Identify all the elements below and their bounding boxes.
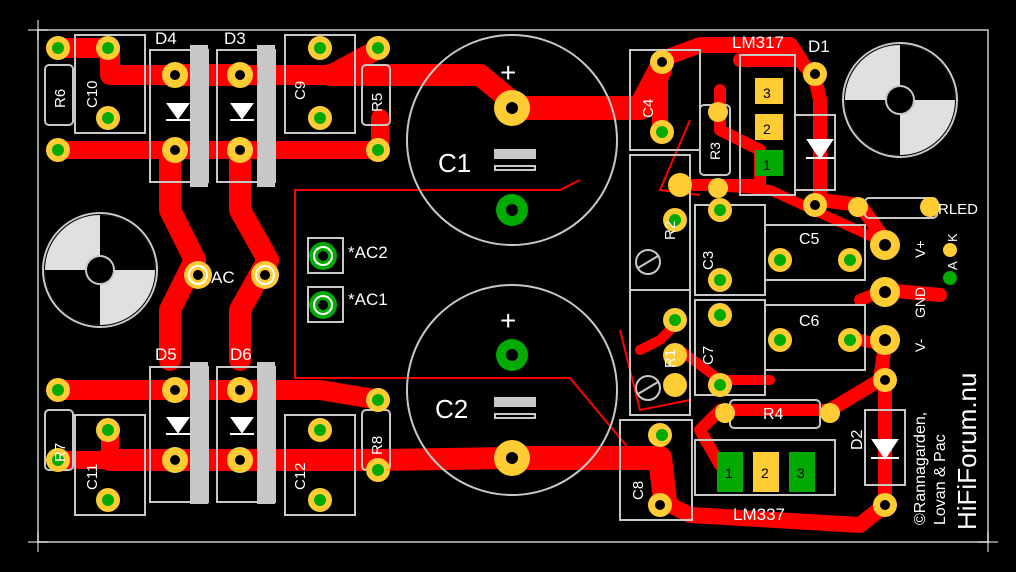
pads-round bbox=[46, 36, 940, 517]
mounting-hole-right bbox=[845, 45, 955, 155]
credit-line-1: ©Rannagarden, bbox=[912, 412, 929, 525]
label-c2: C2 bbox=[435, 394, 468, 424]
label-ac: AC bbox=[211, 268, 235, 287]
diode-bands bbox=[190, 45, 275, 504]
lm337-pin3: 3 bbox=[797, 465, 805, 481]
label-c5: C5 bbox=[799, 231, 820, 248]
label-d4: D4 bbox=[155, 29, 177, 48]
board-outline bbox=[37, 29, 989, 543]
vertical-labels: C10 R6 C9 R5 R7 C11 C12 R8 C4 R3 R2 C3 R… bbox=[52, 80, 982, 530]
label-ac1: *AC1 bbox=[348, 290, 388, 309]
label-d6: D6 bbox=[230, 345, 252, 364]
label-lm317: LM317 bbox=[732, 33, 784, 52]
diode-symbols bbox=[166, 103, 899, 460]
label-c8: C8 bbox=[630, 481, 647, 500]
label-r6: R6 bbox=[52, 89, 69, 108]
lm317-pin2: 2 bbox=[763, 121, 771, 137]
label-a: A bbox=[945, 261, 960, 270]
label-r4: R4 bbox=[763, 406, 784, 423]
label-d1: D1 bbox=[808, 37, 830, 56]
label-c9: C9 bbox=[292, 81, 309, 100]
label-r3: R3 bbox=[707, 142, 723, 160]
cap-symbols bbox=[494, 149, 536, 419]
label-d5: D5 bbox=[155, 345, 177, 364]
regulator-pads bbox=[717, 78, 957, 492]
lm337-pin1: 1 bbox=[725, 465, 733, 481]
label-r1: R1 bbox=[662, 349, 679, 368]
label-c7: C7 bbox=[700, 346, 717, 365]
label-c6: C6 bbox=[799, 313, 820, 330]
label-plus-c2: + bbox=[500, 305, 516, 336]
label-vminus: V- bbox=[912, 338, 928, 352]
credit-line-2: Lovan & Pac bbox=[932, 434, 949, 525]
label-c1: C1 bbox=[438, 148, 471, 178]
label-lm337: LM337 bbox=[733, 505, 785, 524]
label-r2: R2 bbox=[662, 221, 679, 240]
label-rled: RLED bbox=[938, 201, 978, 218]
label-c4: C4 bbox=[640, 99, 657, 118]
trimmer-symbols bbox=[635, 249, 661, 401]
label-c11: C11 bbox=[84, 464, 101, 490]
label-vplus: V+ bbox=[912, 240, 928, 258]
label-ac2: *AC2 bbox=[348, 243, 388, 262]
label-gnd: GND bbox=[912, 287, 928, 318]
brand-text: HiFiForum.nu bbox=[952, 373, 982, 530]
label-r8: R8 bbox=[369, 436, 386, 455]
origin-marks bbox=[28, 20, 998, 552]
label-c12: C12 bbox=[292, 462, 309, 490]
label-d3: D3 bbox=[224, 29, 246, 48]
lm317-pin1: 1 bbox=[763, 157, 771, 173]
label-d2: D2 bbox=[849, 429, 866, 450]
mounting-hole-left bbox=[45, 215, 155, 325]
lm337-pin2: 2 bbox=[761, 465, 769, 481]
label-c3: C3 bbox=[700, 251, 717, 270]
label-k: K bbox=[945, 233, 960, 242]
label-r7: R7 bbox=[52, 443, 69, 462]
component-labels: D4 D3 LM317 D1 D5 D6 LM337 C1 C2 + + AC … bbox=[155, 29, 978, 524]
silkscreen bbox=[42, 34, 958, 521]
lm317-pin3: 3 bbox=[763, 85, 771, 101]
label-plus-c1: + bbox=[500, 57, 516, 88]
label-r5: R5 bbox=[369, 93, 386, 112]
label-c10: C10 bbox=[84, 80, 101, 108]
